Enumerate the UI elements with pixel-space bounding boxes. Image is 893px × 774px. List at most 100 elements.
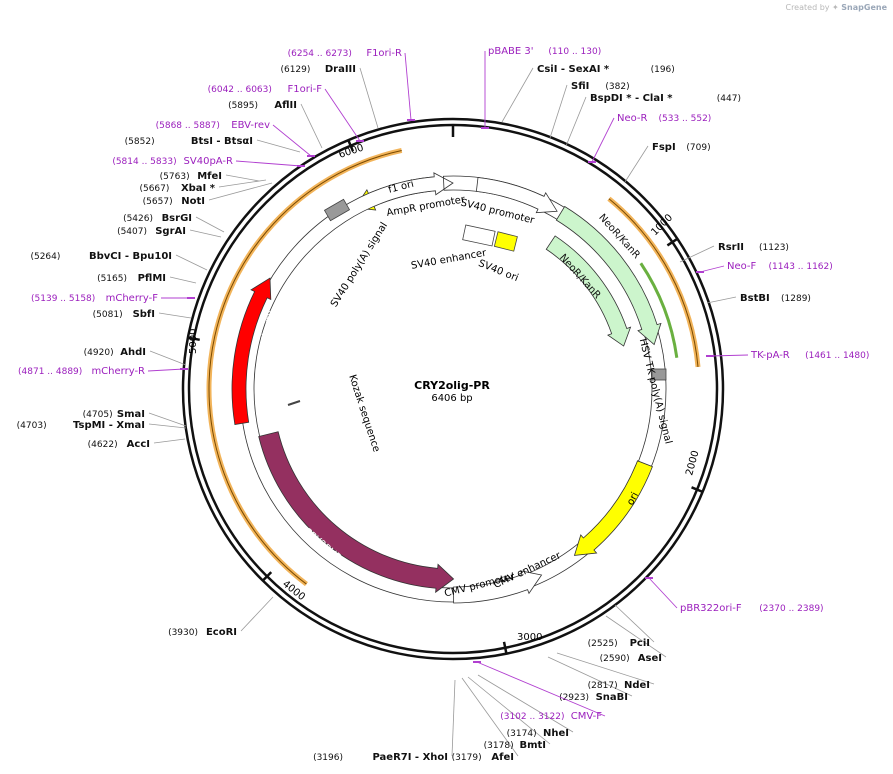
enzyme-name: AccI: [127, 439, 150, 450]
primer-leader: [324, 88, 361, 142]
enzyme-leader: [195, 216, 225, 233]
enzyme-name: AseI: [638, 653, 662, 664]
primer-name: mCherry-F: [106, 293, 159, 304]
primer-name: Neo-R: [617, 113, 648, 124]
enzyme-name: PciI: [630, 638, 650, 649]
enzyme-name: XbaI *: [181, 183, 216, 194]
tick-label: 3000: [517, 632, 542, 643]
primer-leader: [648, 577, 678, 609]
enzyme-position: (1289): [781, 294, 811, 304]
enzyme-leader: [451, 679, 456, 757]
enzyme-name: BbvCI - Bpu10I: [89, 251, 172, 262]
enzyme-leader: [624, 145, 649, 183]
ori-arrow: [573, 460, 653, 556]
primer-range: (6042 .. 6063): [208, 85, 272, 95]
label-leader-lines: [148, 67, 737, 757]
enzyme-position: (4622): [88, 440, 118, 450]
primer-name: F1ori-R: [366, 48, 402, 59]
primer-leader: [404, 52, 412, 121]
snapgene-logo-icon: ✦: [832, 3, 839, 12]
enzyme-position: (5426): [123, 214, 153, 224]
enzyme-position: (4703): [17, 421, 47, 431]
primer-range: (533 .. 552): [659, 114, 712, 124]
enzyme-position: (4705): [83, 410, 113, 420]
enzyme-name: FspI: [652, 142, 676, 153]
enzyme-position: (709): [686, 143, 710, 153]
enzyme-name: NdeI: [624, 680, 650, 691]
enzyme-position: (3179): [452, 753, 482, 763]
enzyme-leader: [679, 245, 715, 263]
primer-leader: [272, 124, 312, 157]
neokan-inner-arrow: [545, 235, 632, 347]
enzyme-name: SbfI: [133, 309, 155, 320]
tick-label: 6000: [338, 143, 366, 161]
feature-arrows: [231, 172, 667, 604]
enzyme-name: RsrII: [718, 242, 744, 253]
feature-label-sv40-polya: SV40 poly(A) signal: [329, 221, 390, 310]
enzyme-leader: [169, 276, 197, 284]
enzyme-position: (196): [651, 65, 675, 75]
enzyme-leader: [300, 103, 323, 149]
primer-range: (4871 .. 4889): [18, 367, 82, 377]
primer-name: mCherry-R: [91, 366, 145, 377]
feature-label-ori: ori: [625, 491, 641, 508]
enzyme-leader: [149, 350, 187, 366]
feature-label-sv40-ori: SV40 ori: [477, 258, 520, 284]
primer-leader: [235, 160, 302, 167]
enzyme-leader: [461, 677, 519, 757]
enzyme-position: (3930): [168, 628, 198, 638]
enzyme-name: AflII: [274, 100, 297, 111]
enzyme-name: NheI: [543, 728, 569, 739]
enzyme-name: DraIII: [325, 64, 356, 75]
enzyme-leader: [359, 67, 379, 129]
enzyme-position: (3178): [484, 741, 514, 751]
enzyme-labels: CsiI - SexAI *(196)SfiI(382)BspDI * - Cl…: [17, 64, 811, 763]
neokan-outer-arrow: [555, 205, 662, 346]
map-title: CRY2olig-PR: [414, 379, 490, 392]
sv40-polya-box: [323, 198, 351, 222]
enzyme-leader: [158, 312, 192, 319]
primer-name: SV40pA-R: [184, 156, 233, 167]
tick-label: 5000: [188, 329, 199, 354]
enzyme-leader: [225, 174, 260, 182]
orf-bands: [206, 148, 701, 587]
backbone-outer: [181, 117, 725, 661]
enzyme-leader: [256, 139, 301, 153]
primer-range: (3102 .. 3122): [500, 712, 564, 722]
enzyme-leader: [240, 596, 274, 632]
enzyme-position: (2525): [588, 639, 618, 649]
sv40-promoter-arrow: [475, 177, 558, 214]
primer-range: (1143 .. 1162): [769, 262, 833, 272]
cry2phr-arrow: [258, 431, 455, 594]
primer-name: TK-pA-R: [750, 350, 790, 361]
enzyme-position: (2817): [588, 681, 618, 691]
enzyme-leader: [189, 229, 222, 238]
enzyme-leader: [148, 423, 187, 429]
primer-name: Neo-F: [727, 261, 757, 272]
enzyme-name: NotI: [181, 196, 205, 207]
enzyme-position: (447): [717, 94, 741, 104]
enzyme-name: MfeI: [197, 171, 222, 182]
enzyme-leader: [556, 652, 655, 685]
enzyme-leader: [547, 656, 633, 697]
enzyme-leader: [549, 84, 568, 139]
enzyme-position: (4920): [84, 348, 114, 358]
map-length: 6406 bp: [431, 393, 472, 404]
enzyme-name: BstBI: [740, 293, 770, 304]
enzyme-name: EcoRI: [206, 627, 237, 638]
enzyme-position: (5852): [125, 137, 155, 147]
primer-leader: [709, 354, 749, 357]
tick-mark: [347, 139, 355, 152]
primer-range: (5814 .. 5833): [112, 157, 176, 167]
enzyme-leader: [208, 182, 273, 201]
primer-labels: pBABE 3'(110 .. 130)Neo-R(533 .. 552)Neo…: [18, 46, 869, 722]
kozak-mark: [287, 400, 301, 406]
orf-band-core: [208, 149, 402, 585]
sv40-ori-box: [493, 231, 518, 252]
primer-range: (5139 .. 5158): [31, 294, 95, 304]
enzyme-position: (5081): [93, 310, 123, 320]
enzyme-position: (3174): [507, 729, 537, 739]
enzyme-leader: [175, 254, 208, 271]
enzyme-name: SgrAI: [155, 226, 186, 237]
